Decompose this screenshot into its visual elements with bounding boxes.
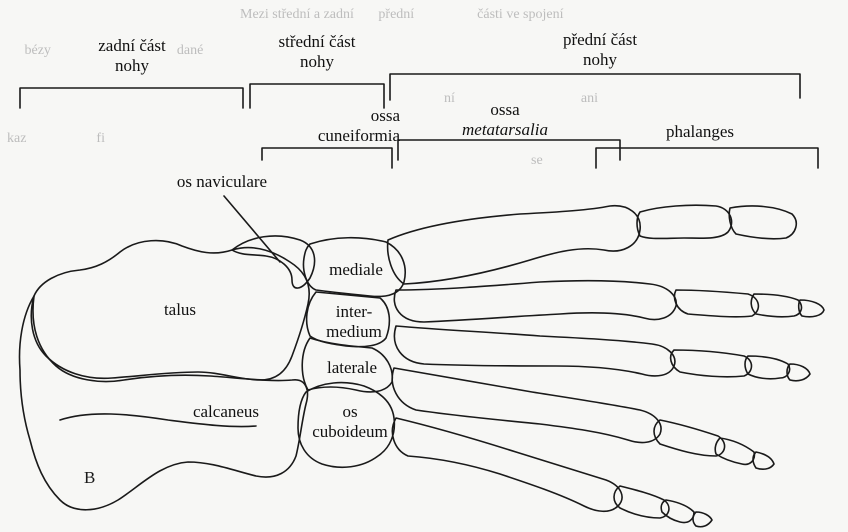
os-cuboideum-line1: os — [300, 402, 400, 422]
figure-letter: B — [84, 468, 95, 488]
phalanges-label: phalanges — [640, 122, 760, 142]
laterale-label: laterale — [312, 358, 392, 378]
bracket-cuneiformia — [262, 148, 392, 168]
os-cuboideum-label: os cuboideum — [300, 402, 400, 442]
os-naviculare-label: os naviculare — [162, 172, 282, 192]
naviculare-shape — [232, 236, 315, 288]
metatarsal-3 — [394, 326, 674, 376]
metatarsal-2 — [394, 281, 676, 322]
phalanx-1-distal — [729, 206, 796, 239]
ossa-cuneiformia-line2: cuneiformia — [276, 126, 400, 146]
region-forefoot-line1: přední část — [520, 30, 680, 50]
ossa-cuneiformia-line1: ossa — [276, 106, 400, 126]
phalanx-2-distal — [799, 300, 824, 317]
region-hindfoot-label: zadní část nohy — [70, 36, 194, 76]
bracket-midfoot — [250, 84, 384, 108]
phalanx-4-middle — [715, 438, 754, 464]
phalanx-4-distal — [753, 452, 774, 469]
talus-label: talus — [150, 300, 210, 320]
phalanx-5-middle — [661, 500, 694, 523]
phalanx-3-distal — [787, 364, 810, 381]
mediale-label: mediale — [316, 260, 396, 280]
calcaneus-label: calcaneus — [176, 402, 276, 422]
metatarsal-1 — [388, 206, 641, 284]
region-hindfoot-line1: zadní část — [70, 36, 194, 56]
bracket-phalanges — [596, 148, 818, 168]
region-hindfoot-line2: nohy — [70, 56, 194, 76]
ossa-metatarsalia-line1: ossa — [430, 100, 580, 120]
phalanx-3-proximal — [671, 350, 752, 377]
region-forefoot-label: přední část nohy — [520, 30, 680, 70]
bracket-forefoot — [390, 74, 800, 100]
phalanx-5-proximal — [614, 486, 669, 518]
phalanges-text: phalanges — [666, 122, 734, 141]
region-midfoot-line2: nohy — [250, 52, 384, 72]
ossa-metatarsalia-line2: metatarsalia — [430, 120, 580, 140]
ossa-cuneiformia-label: ossa cuneiformia — [276, 106, 400, 146]
region-midfoot-label: střední část nohy — [250, 32, 384, 72]
phalanx-2-proximal — [675, 290, 759, 317]
os-cuboideum-line2: cuboideum — [300, 422, 400, 442]
region-midfoot-line1: střední část — [250, 32, 384, 52]
metatarsal-5 — [392, 418, 622, 511]
phalanx-4-proximal — [654, 420, 725, 456]
bracket-metatarsalia — [398, 140, 620, 160]
bracket-hindfoot — [20, 88, 243, 108]
intermedium-line1: inter- — [316, 302, 392, 322]
phalanx-1-proximal — [637, 205, 732, 238]
intermedium-label: inter- medium — [316, 302, 392, 342]
intermedium-line2: medium — [316, 322, 392, 342]
region-forefoot-line2: nohy — [520, 50, 680, 70]
metatarsal-4 — [392, 368, 661, 442]
phalanx-5-distal — [693, 512, 712, 527]
ossa-metatarsalia-label: ossa metatarsalia — [430, 100, 580, 140]
